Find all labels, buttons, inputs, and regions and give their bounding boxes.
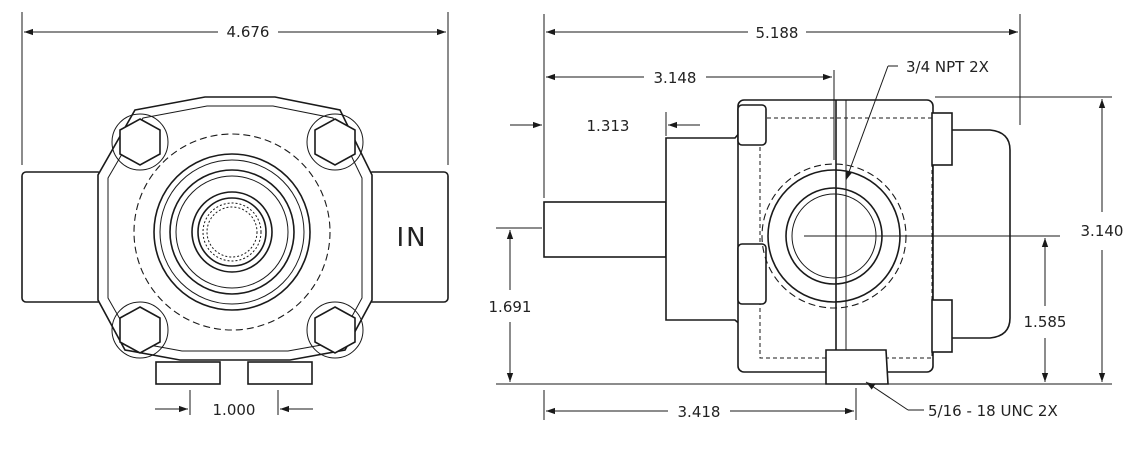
- inlet-label: IN: [396, 223, 427, 253]
- port-callout: 3/4 NPT 2X: [906, 58, 989, 76]
- bolt-top-left: [111, 113, 169, 171]
- mount-callout: 5/16 - 18 UNC 2X: [928, 402, 1058, 420]
- seal-housing-outer: [153, 153, 311, 311]
- overall-length-dim: 5.188: [756, 24, 799, 42]
- shaft: [543, 201, 667, 258]
- mount-foot-right: [247, 361, 313, 385]
- bearing-housing: [665, 127, 743, 328]
- bolt-top-right: [306, 113, 364, 171]
- side-mount-foot: [825, 349, 889, 385]
- front-view: 4.676 1.000 IN: [21, 12, 449, 419]
- nut-top: [931, 112, 953, 166]
- bolt-bottom-right: [306, 301, 364, 359]
- port-height-dim: 1.585: [1024, 313, 1067, 331]
- mount-dim: 3.418: [678, 403, 721, 421]
- port-spacing-dim: 1.000: [213, 401, 256, 419]
- pump-body-outline: [97, 96, 373, 361]
- left-port-stub: [21, 171, 103, 303]
- shaft-height-dim: 1.691: [489, 298, 532, 316]
- shaft-bore: [191, 191, 273, 273]
- mount-foot-left: [155, 361, 221, 385]
- front-width-dim: 4.676: [227, 23, 270, 41]
- bolt-circle: [133, 133, 331, 331]
- bolt-bottom-left: [111, 301, 169, 359]
- motor-adapter: [932, 129, 1011, 339]
- side-view: 5.188 3.148 1.313 3/4 NPT 2X 3.140 1.585…: [489, 14, 1124, 421]
- nut-bottom: [931, 299, 953, 353]
- shaft-length-dim: 1.313: [587, 117, 630, 135]
- height-dim: 3.140: [1081, 222, 1124, 240]
- port-center-dim: 3.148: [654, 69, 697, 87]
